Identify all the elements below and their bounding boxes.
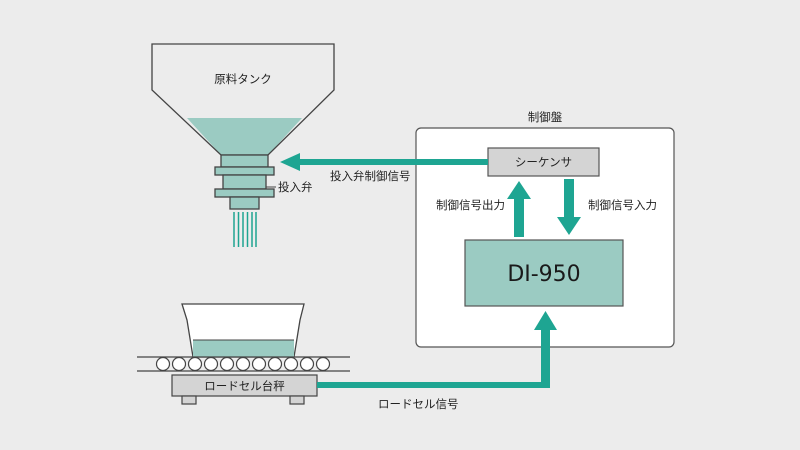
tank-valve-flange-top: [214, 166, 275, 176]
loadcell-signal-label: ロードセル信号: [378, 397, 459, 411]
container-material-fill: [193, 340, 294, 357]
output-signal-arrow: [507, 181, 531, 237]
valve-signal-label: 投入弁制御信号: [330, 169, 411, 183]
sequencer-box: [487, 147, 600, 177]
valve-signal-arrow: [280, 153, 488, 171]
tank-outlet: [229, 196, 260, 210]
falling-material: [233, 212, 257, 247]
tank-neck: [220, 154, 269, 168]
input-signal-label: 制御信号入力: [588, 198, 657, 212]
tank-valve-body: [222, 174, 267, 190]
scale-label: ロードセル台秤: [204, 379, 285, 393]
tank-valve-flange-bottom: [214, 188, 275, 198]
di950-box: [464, 239, 624, 307]
control-panel: 制御盤 シーケンサ DI-950 制御信号出力 制御信号入力: [415, 110, 675, 348]
output-signal-label: 制御信号出力: [436, 198, 505, 212]
input-signal-arrow: [557, 179, 581, 235]
conveyor-rollers: [155, 356, 331, 372]
di950-label: DI-950: [507, 262, 580, 287]
valve-label: 投入弁: [278, 180, 313, 194]
control-panel-label: 制御盤: [528, 110, 563, 124]
scale-foot-right: [289, 395, 305, 405]
tank-material-fill: [187, 118, 302, 155]
scale-foot-left: [181, 395, 197, 405]
loadcell-scale-assembly: ロードセル台秤: [137, 303, 350, 405]
loadcell-signal-arrow: [317, 311, 557, 388]
tank-label: 原料タンク: [214, 72, 272, 86]
sequencer-label: シーケンサ: [515, 155, 572, 169]
raw-material-tank: 原料タンク 投入弁: [151, 43, 335, 247]
